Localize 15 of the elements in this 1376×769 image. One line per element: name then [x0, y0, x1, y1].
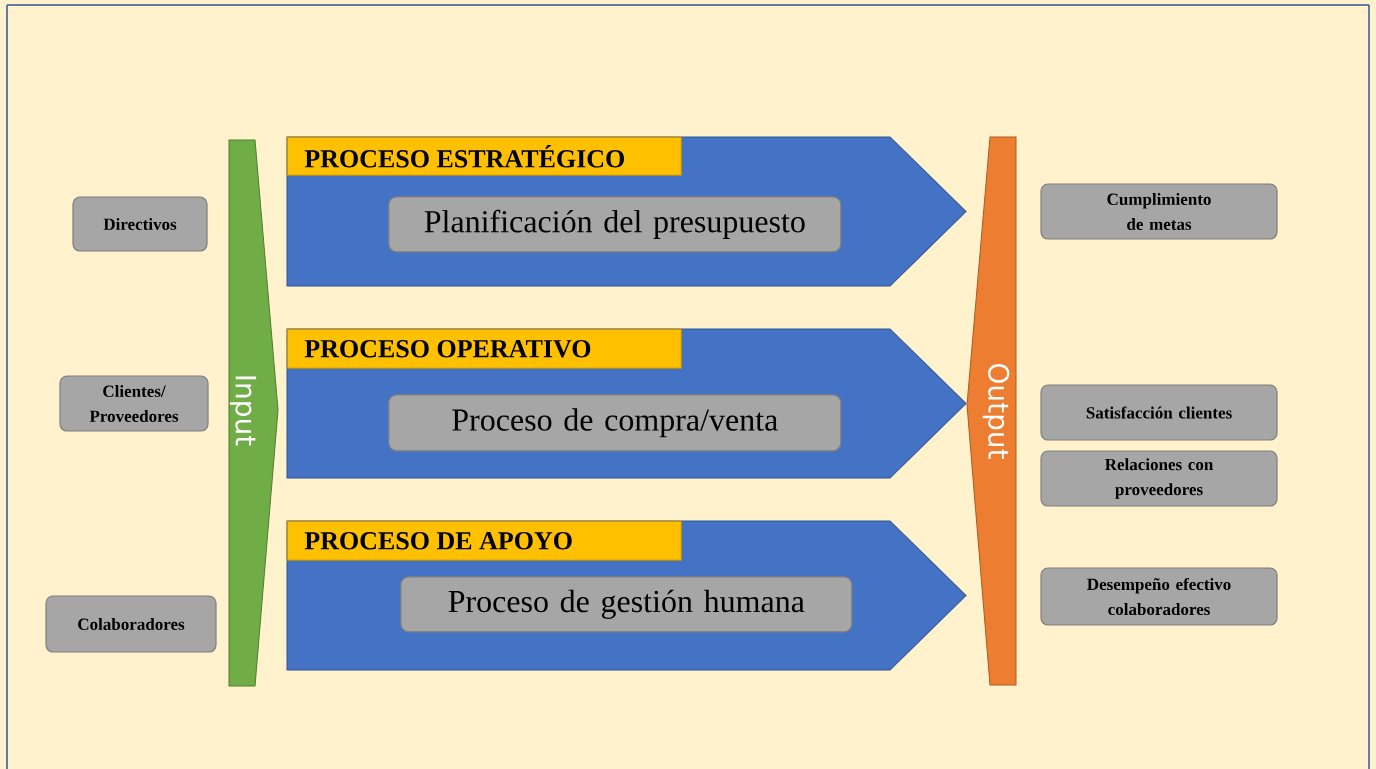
process-label-box: Proceso de compra/venta: [388, 394, 842, 452]
heading-band: PROCESO OPERATIVO: [286, 328, 682, 369]
label-box: Colaboradores: [45, 595, 217, 653]
output-bar: Output: [966, 136, 1017, 686]
heading-band: PROCESO DE APOYO: [286, 520, 682, 561]
label-box: Cumplimiento de metas: [1040, 183, 1278, 240]
label-box: Clientes/ Proveedores: [59, 375, 209, 432]
process-label-box: Planificación del presupuesto: [388, 196, 842, 253]
label-box: Satisfacción clientes: [1040, 384, 1278, 441]
input-bar: Input: [228, 139, 279, 687]
label-box: Directivos: [72, 196, 208, 252]
heading-band: PROCESO ESTRATÉGICO: [286, 136, 682, 176]
label-box: Desempeño efectivo colaboradores: [1040, 567, 1278, 626]
process-label-box: Proceso de gestión humana: [400, 576, 853, 633]
label-box: Relaciones con proveedores: [1040, 450, 1278, 507]
